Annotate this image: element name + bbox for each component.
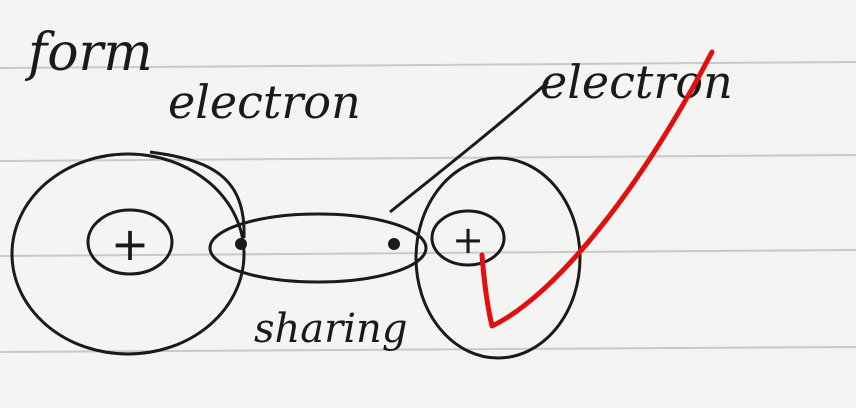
left-nucleus-plus-sign: + xyxy=(111,217,150,271)
electron-left-dot xyxy=(235,238,247,250)
label-form: form xyxy=(24,23,153,83)
label-sharing: sharing xyxy=(254,306,407,352)
ruled-line xyxy=(0,155,856,161)
label-electron-left: electron xyxy=(168,75,361,129)
right-nucleus-plus-sign: + xyxy=(452,218,484,262)
electron-right-pointer xyxy=(390,82,548,212)
ruled-line xyxy=(0,347,856,352)
electron-right-dot xyxy=(388,238,400,250)
right-atom-orbit xyxy=(416,158,580,358)
